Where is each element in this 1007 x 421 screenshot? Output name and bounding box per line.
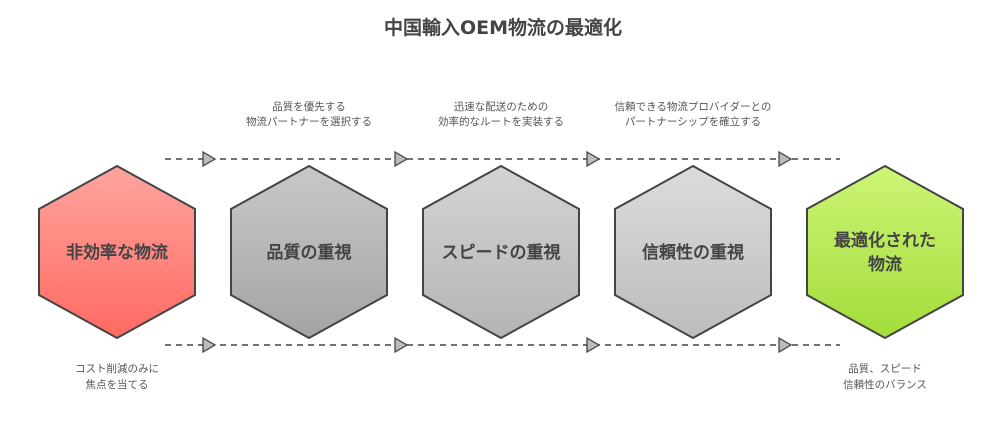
hexagon-shape <box>806 164 964 340</box>
arrow-icon <box>394 336 409 354</box>
hexagon-shape <box>38 164 196 340</box>
stage-label: 非効率な物流 <box>66 242 168 263</box>
hexagon-shape <box>230 164 388 340</box>
stage-hexagon: スピードの重視 <box>422 164 580 340</box>
hexagon-shape <box>422 164 580 340</box>
transition-line: 物流パートナーを選択する <box>246 115 372 128</box>
arrow-icon <box>778 150 793 168</box>
arrow-icon <box>586 150 601 168</box>
transition-line: パートナーシップを確立する <box>625 115 761 128</box>
stage-label: スピードの重視 <box>442 242 561 263</box>
start-note-line: コスト削減のみに <box>75 362 159 375</box>
stage-hexagon: 品質の重視 <box>230 164 388 340</box>
stage-label: 最適化された <box>834 230 936 251</box>
transition-line: 信頼できる物流プロバイダーとの <box>615 100 772 113</box>
arrow-icon <box>394 150 409 168</box>
stage-label: 物流 <box>868 254 902 275</box>
transition-line: 迅速な配送のための <box>454 100 549 113</box>
arrow-icon <box>778 336 793 354</box>
transition-line: 効率的なルートを実装する <box>438 115 564 128</box>
hexagon-shape <box>614 164 772 340</box>
arrow-icon <box>202 336 217 354</box>
stage-label: 信頼性の重視 <box>642 242 744 263</box>
stage-hexagon: 非効率な物流 <box>38 164 196 340</box>
start-note: コスト削減のみに 焦点を当てる <box>75 362 159 391</box>
stage-label: 品質の重視 <box>267 242 352 263</box>
arrow-icon <box>586 336 601 354</box>
diagram-title: 中国輸入OEM物流の最適化 <box>384 16 622 39</box>
end-note-line: 信頼性のバランス <box>843 378 927 391</box>
transition-line: 品質を優先する <box>272 100 346 113</box>
end-note-line: 品質、スピード <box>848 362 922 375</box>
end-note: 品質、スピード 信頼性のバランス <box>843 362 927 391</box>
stage-hexagon: 信頼性の重視 <box>614 164 772 340</box>
start-note-line: 焦点を当てる <box>86 378 149 391</box>
arrow-icon <box>202 150 217 168</box>
